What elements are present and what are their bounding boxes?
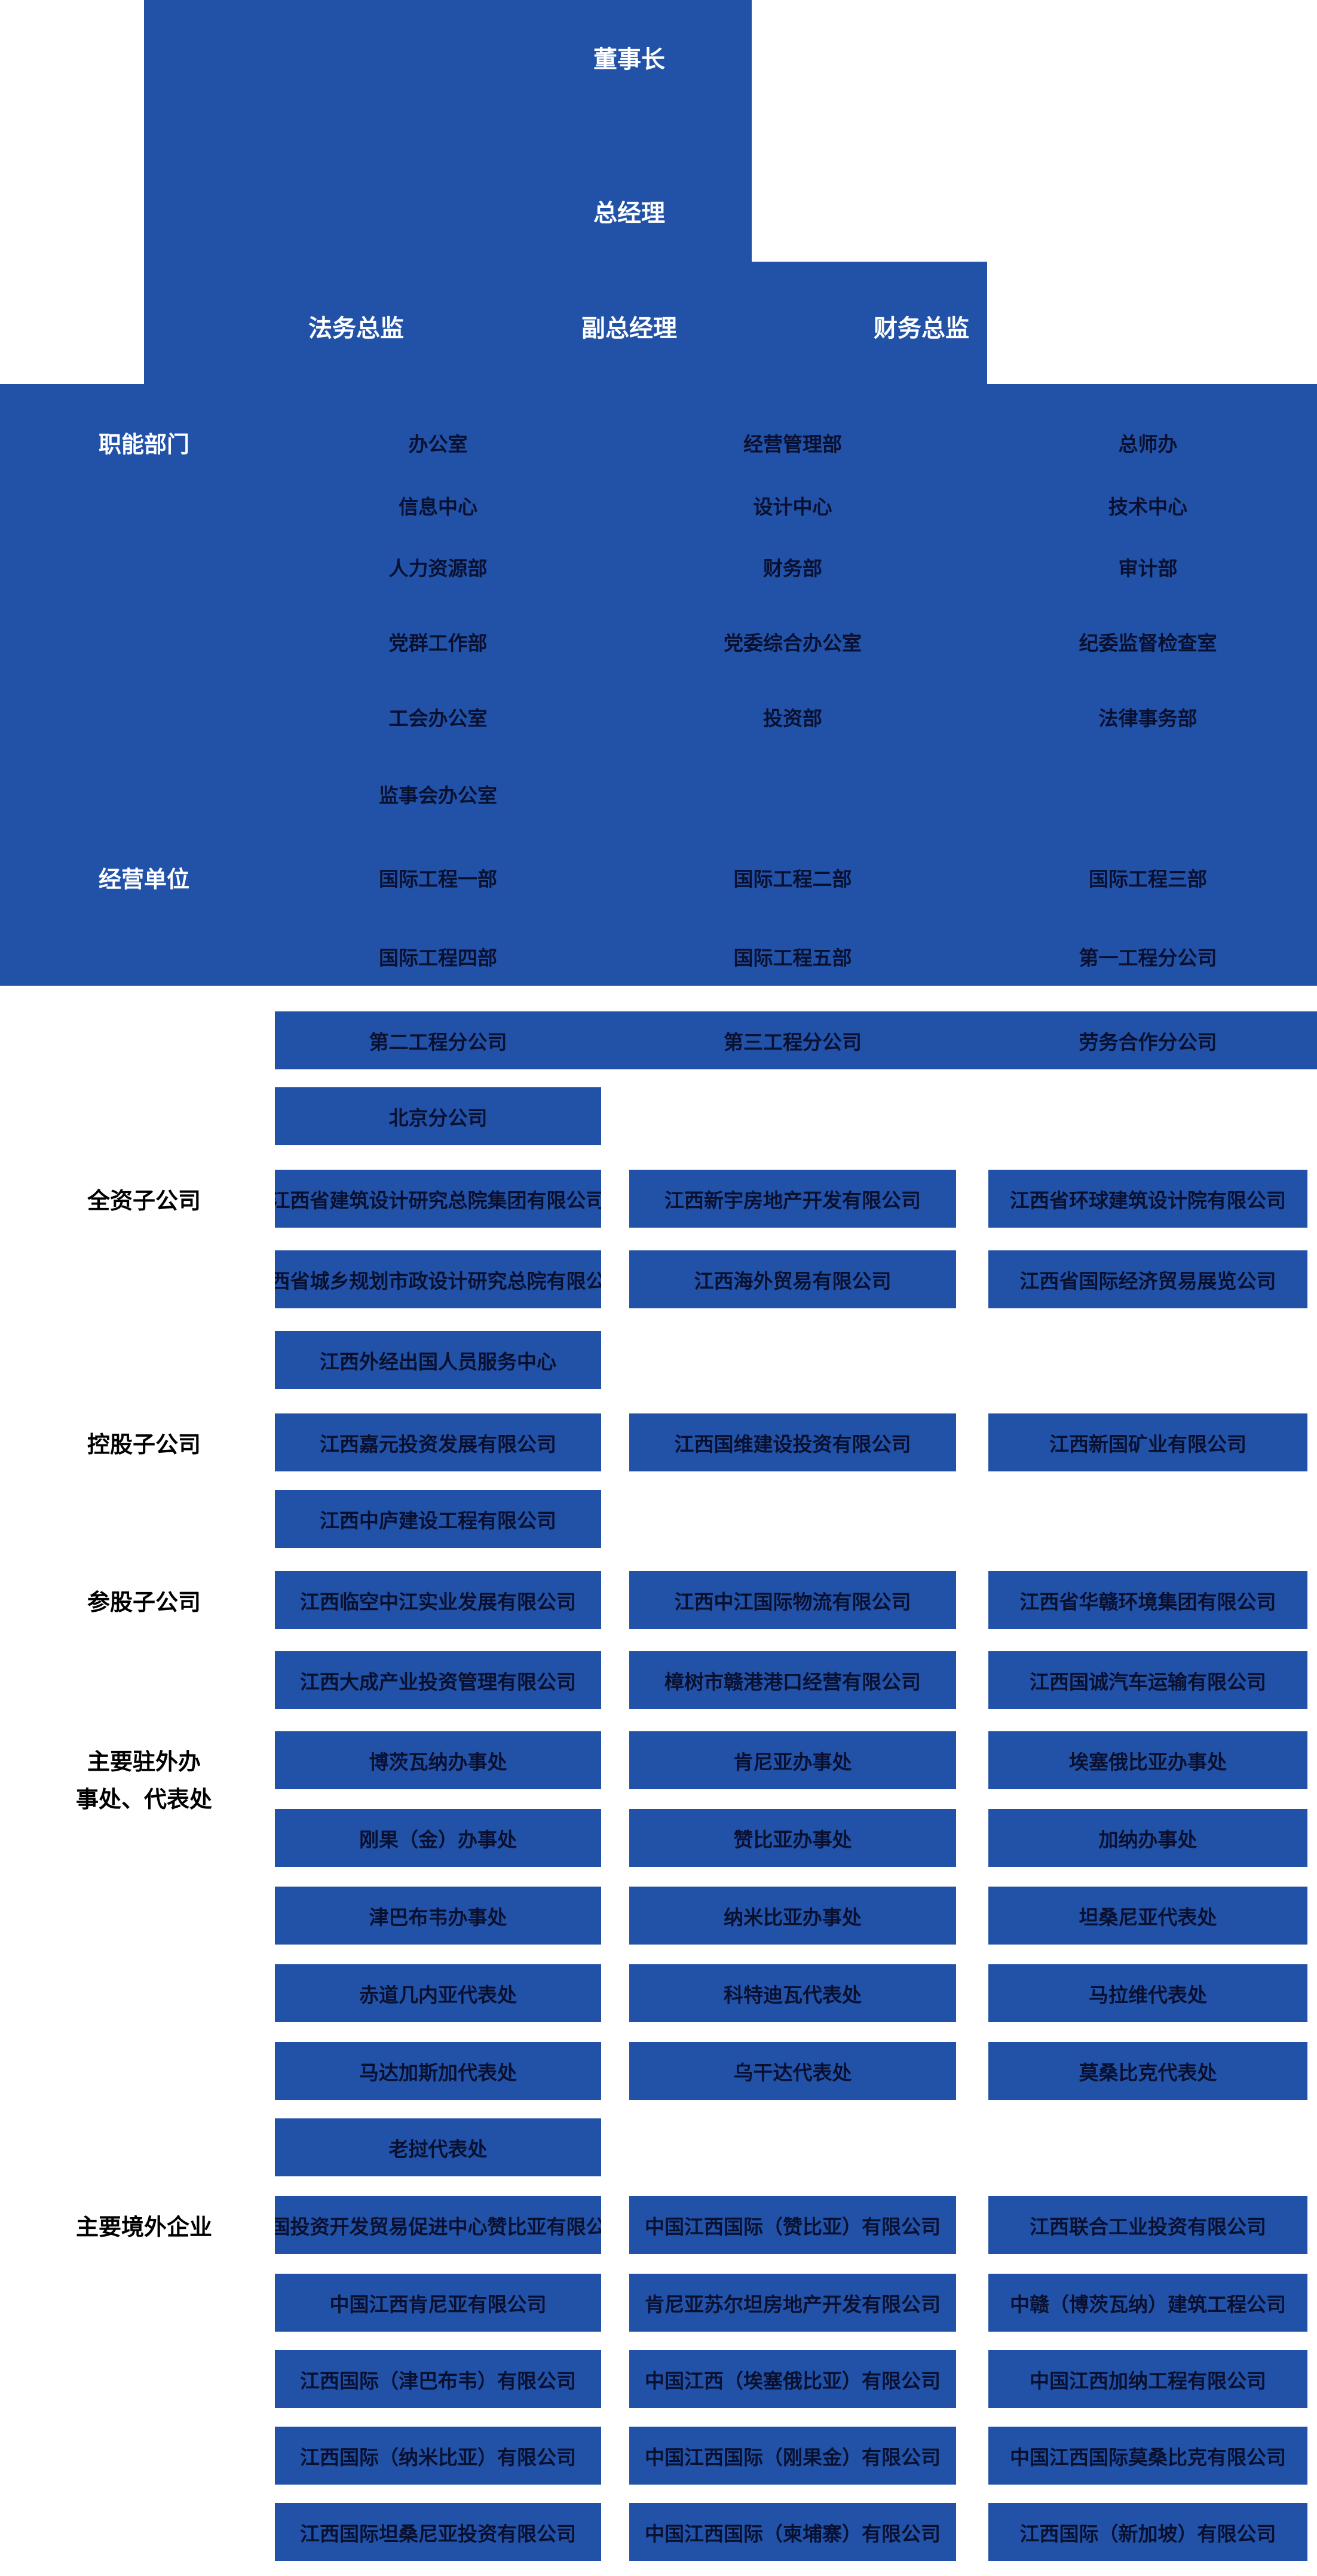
company-node: 江西新国矿业有限公司: [988, 1413, 1307, 1471]
office-node: 马拉维代表处: [988, 1964, 1307, 2022]
company-node: 江西中江国际物流有限公司: [629, 1571, 956, 1629]
company-node: 江西省城乡规划市政设计研究总院有限公司: [275, 1250, 601, 1308]
unit-node: 第三工程分公司: [724, 1031, 862, 1053]
company-node: 江西新宇房地产开发有限公司: [629, 1170, 956, 1228]
section-label-functional: 职能部门: [98, 432, 189, 458]
departments-band: [0, 384, 1317, 986]
top-leadership-block: [144, 0, 752, 262]
dept-node: 党群工作部: [388, 631, 488, 654]
chairman-node: 董事长: [593, 47, 665, 73]
office-node: 博茨瓦纳办事处: [275, 1731, 601, 1789]
overseas-company-node: 江西国际（新加坡）有限公司: [988, 2503, 1307, 2561]
dept-node: 投资部: [763, 707, 822, 729]
section-label-equity: 参股子公司: [87, 1590, 201, 1615]
office-node: 莫桑比克代表处: [988, 2042, 1307, 2100]
unit-node: 国际工程二部: [733, 867, 852, 890]
company-node: 江西外经出国人员服务中心: [275, 1331, 601, 1389]
dept-node: 人力资源部: [388, 557, 488, 579]
section-label-holding: 控股子公司: [87, 1432, 201, 1458]
office-node: 坦桑尼亚代表处: [988, 1887, 1307, 1945]
dept-node: 审计部: [1118, 557, 1178, 579]
overseas-company-node: 中赣（博茨瓦纳）建筑工程公司: [988, 2274, 1307, 2332]
overseas-company-node: 江西国际（纳米比亚）有限公司: [275, 2427, 601, 2485]
overseas-company-node: 肯尼亚苏尔坦房地产开发有限公司: [629, 2274, 956, 2332]
overseas-company-node: 中国江西国际（赞比亚）有限公司: [629, 2196, 956, 2254]
company-node: 江西海外贸易有限公司: [629, 1250, 956, 1308]
company-node: 江西临空中江实业发展有限公司: [275, 1571, 601, 1629]
office-node: 马达加斯加代表处: [275, 2042, 601, 2100]
unit-node: 国际工程一部: [379, 867, 497, 890]
company-node: 江西国诚汽车运输有限公司: [988, 1651, 1307, 1709]
dept-node: 工会办公室: [388, 707, 488, 729]
overseas-company-node: 中国江西肯尼亚有限公司: [275, 2274, 601, 2332]
dept-node: 经营管理部: [743, 433, 842, 455]
unit-node: 劳务合作分公司: [1079, 1031, 1217, 1053]
office-node: 赤道几内亚代表处: [275, 1964, 601, 2022]
dept-node: 技术中心: [1108, 495, 1187, 518]
section-label-offices-line1: 主要驻外办: [87, 1749, 201, 1775]
overseas-company-node: 中国江西（埃塞俄比亚）有限公司: [629, 2350, 956, 2408]
dept-node: 纪委监督检查室: [1079, 631, 1217, 654]
office-node: 老挝代表处: [275, 2118, 601, 2176]
unit-node: 第一工程分公司: [1079, 946, 1217, 969]
legal-director-node: 法务总监: [308, 315, 404, 342]
overseas-company-node: 江西国际坦桑尼亚投资有限公司: [275, 2503, 601, 2561]
office-node: 刚果（金）办事处: [275, 1809, 601, 1867]
section-label-business: 经营单位: [98, 867, 189, 893]
office-node: 赞比亚办事处: [629, 1809, 956, 1867]
office-node: 肯尼亚办事处: [629, 1731, 956, 1789]
branch-companies-band: [275, 1011, 1317, 1069]
company-node: 樟树市赣港港口经营有限公司: [629, 1651, 956, 1709]
section-label-overseas: 主要境外企业: [75, 2215, 212, 2240]
office-node: 埃塞俄比亚办事处: [988, 1731, 1307, 1789]
overseas-company-node: 中国江西国际（刚果金）有限公司: [629, 2427, 956, 2485]
deputy-gm-node: 副总经理: [581, 315, 677, 342]
overseas-company-node: 中国投资开发贸易促进中心赞比亚有限公司: [275, 2196, 601, 2254]
unit-node: 北京分公司: [275, 1087, 601, 1145]
office-node: 科特迪瓦代表处: [629, 1964, 956, 2022]
company-node: 江西国维建设投资有限公司: [629, 1413, 956, 1471]
overseas-company-node: 中国江西国际莫桑比克有限公司: [988, 2427, 1307, 2485]
executive-block: [144, 262, 987, 384]
section-label-offices-line2: 事处、代表处: [75, 1787, 212, 1813]
company-node: 江西省国际经济贸易展览公司: [988, 1250, 1307, 1308]
dept-node: 财务部: [763, 557, 822, 579]
overseas-company-node: 中国江西加纳工程有限公司: [988, 2350, 1307, 2408]
overseas-company-node: 中国江西国际（柬埔寨）有限公司: [629, 2503, 956, 2561]
office-node: 纳米比亚办事处: [629, 1887, 956, 1945]
company-node: 江西大成产业投资管理有限公司: [275, 1651, 601, 1709]
overseas-company-node: 江西国际（津巴布韦）有限公司: [275, 2350, 601, 2408]
section-label-wholly: 全资子公司: [87, 1188, 201, 1214]
company-node: 江西省建筑设计研究总院集团有限公司: [275, 1170, 601, 1228]
company-node: 江西嘉元投资发展有限公司: [275, 1413, 601, 1471]
office-node: 乌干达代表处: [629, 2042, 956, 2100]
dept-node: 法律事务部: [1098, 707, 1197, 729]
unit-node: 国际工程三部: [1089, 867, 1207, 890]
company-node: 江西中庐建设工程有限公司: [275, 1490, 601, 1548]
company-node: 江西省环球建筑设计院有限公司: [988, 1170, 1307, 1228]
unit-node: 第二工程分公司: [369, 1031, 507, 1053]
office-node: 津巴布韦办事处: [275, 1887, 601, 1945]
dept-node: 设计中心: [753, 495, 832, 518]
company-node: 江西省华赣环境集团有限公司: [988, 1571, 1307, 1629]
office-node: 加纳办事处: [988, 1809, 1307, 1867]
dept-node: 党委综合办公室: [724, 631, 862, 654]
overseas-company-node: 江西联合工业投资有限公司: [988, 2196, 1307, 2254]
dept-node: 监事会办公室: [379, 784, 497, 806]
general-manager-node: 总经理: [593, 200, 665, 226]
dept-node: 总师办: [1118, 433, 1178, 455]
unit-node: 国际工程五部: [733, 946, 852, 969]
finance-director-node: 财务总监: [874, 315, 969, 342]
unit-node: 国际工程四部: [379, 946, 497, 969]
dept-node: 办公室: [408, 433, 468, 455]
dept-node: 信息中心: [399, 495, 477, 518]
